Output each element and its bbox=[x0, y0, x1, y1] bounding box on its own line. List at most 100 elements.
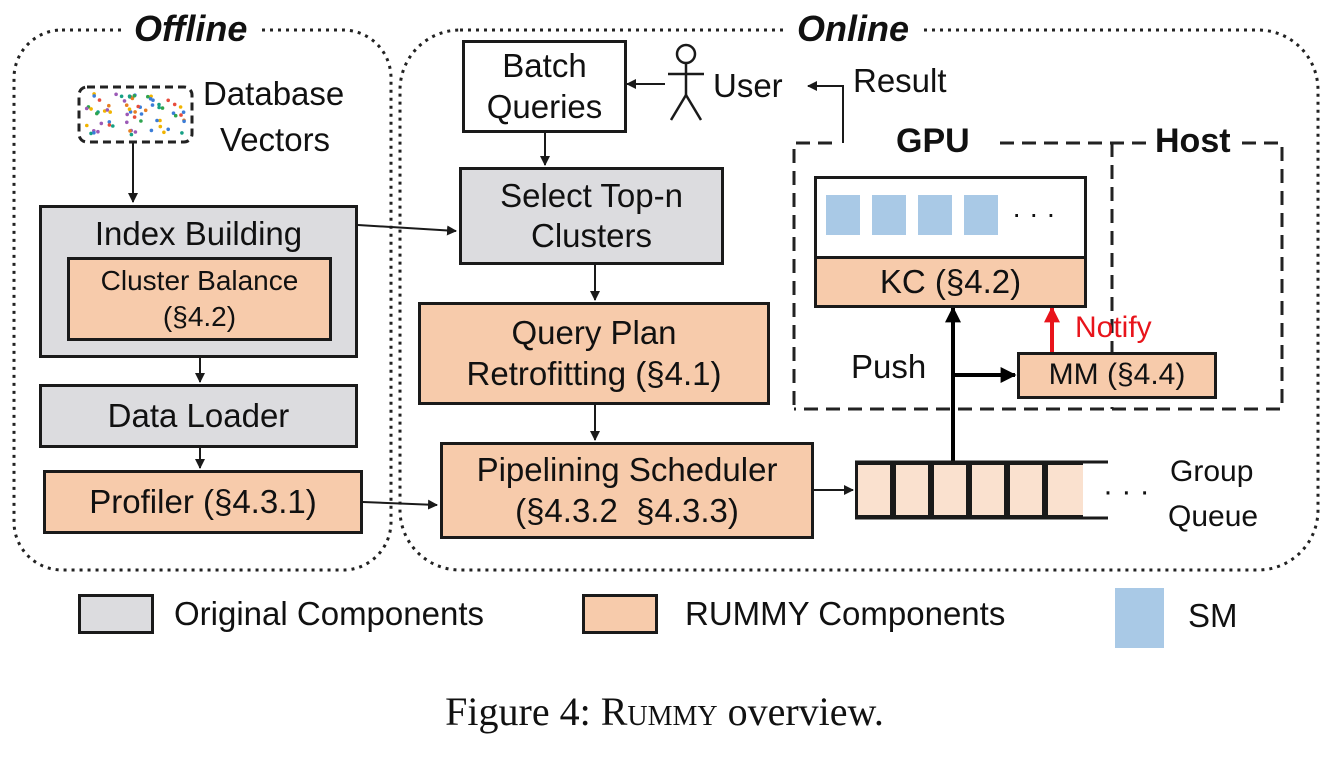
select-top-n-label-line2: Clusters bbox=[530, 217, 653, 254]
batch-queries-label-line1: Batch bbox=[502, 47, 587, 85]
vector-dot bbox=[143, 108, 148, 113]
sm-ellipsis: · · · bbox=[1012, 198, 1056, 229]
group-queue-cell bbox=[931, 462, 969, 518]
pipelining-scheduler-label-line1: Pipelining Scheduler bbox=[476, 451, 778, 489]
vector-dot bbox=[130, 96, 135, 101]
vectors-label-line2: Vectors bbox=[220, 121, 331, 158]
push-label: Push bbox=[851, 348, 927, 385]
data-loader-box: Data Loader bbox=[39, 384, 358, 448]
host-region-title: Host bbox=[1147, 122, 1239, 161]
result-label: Result bbox=[853, 62, 947, 99]
vector-dot bbox=[119, 94, 124, 99]
profiler-box: Profiler (§4.3.1) bbox=[43, 470, 363, 534]
group-queue-cell bbox=[1045, 462, 1083, 518]
vector-dot bbox=[132, 115, 137, 119]
offline-region-outline bbox=[12, 28, 393, 572]
vector-dot bbox=[149, 128, 154, 133]
vector-dot bbox=[92, 94, 96, 98]
vector-dot bbox=[108, 110, 112, 114]
group-queue-label-line1: Group bbox=[1170, 455, 1254, 488]
sm-block bbox=[826, 195, 860, 235]
vector-dot bbox=[92, 131, 96, 135]
vector-dot bbox=[150, 103, 155, 107]
index-building-label: Index Building bbox=[94, 215, 303, 252]
vector-dot bbox=[89, 131, 93, 136]
batch-queries-box: Batch Queries bbox=[462, 40, 627, 133]
legend-original-swatch bbox=[78, 594, 154, 634]
vector-dot bbox=[151, 98, 155, 102]
vector-dot bbox=[127, 107, 132, 111]
vector-dot bbox=[157, 105, 161, 110]
arrow-profiler-to-scheduler bbox=[362, 499, 438, 510]
gpu-region-outline bbox=[792, 141, 1284, 411]
database-label-line1: Database bbox=[203, 75, 345, 112]
vector-dot bbox=[85, 123, 89, 128]
profiler-label: Profiler (§4.3.1) bbox=[89, 482, 317, 520]
vector-dot bbox=[179, 113, 183, 117]
database-vectors-icon bbox=[77, 85, 194, 144]
legend-original-label: Original Components bbox=[174, 595, 484, 632]
arrow-result-to-user bbox=[807, 81, 844, 143]
query-plan-box: Query Plan Retrofitting (§4.1) bbox=[418, 302, 770, 405]
stick-figure-icon bbox=[668, 43, 704, 121]
mm-label: MM (§4.4) bbox=[1048, 358, 1186, 392]
user-label: User bbox=[713, 67, 783, 104]
vector-dot bbox=[125, 112, 129, 117]
gpu-region-title: GPU bbox=[888, 122, 978, 161]
group-queue-cell bbox=[969, 462, 1007, 518]
vector-dot bbox=[181, 110, 186, 114]
figure-caption: Figure 4: Rummy overview. bbox=[0, 688, 1329, 735]
vector-dot bbox=[107, 123, 112, 127]
vector-dot bbox=[172, 102, 177, 107]
vector-dot bbox=[178, 105, 183, 109]
vector-dot bbox=[139, 119, 143, 123]
vector-dot bbox=[114, 92, 118, 97]
cluster-balance-label-line1: Cluster Balance bbox=[100, 264, 299, 296]
group-queue-cell bbox=[893, 462, 931, 518]
arrow-index-to-select bbox=[357, 224, 457, 236]
legend-rummy-label: RUMMY Components bbox=[685, 595, 1006, 632]
kc-box: KC (§4.2) bbox=[814, 256, 1087, 308]
group-queue-cell bbox=[1007, 462, 1045, 518]
pipelining-scheduler-box: Pipelining Scheduler (§4.3.2 §4.3.3) bbox=[440, 442, 814, 539]
group-queue-cell bbox=[855, 462, 893, 518]
vector-dot bbox=[180, 131, 184, 135]
pipelining-scheduler-label-line2: (§4.3.2 §4.3.3) bbox=[515, 491, 739, 529]
legend-rummy-swatch bbox=[582, 594, 658, 634]
sm-block bbox=[964, 195, 998, 235]
caption-system-name: Rummy bbox=[600, 689, 718, 734]
legend-sm-label: SM bbox=[1188, 597, 1238, 634]
vector-dot bbox=[136, 104, 140, 109]
vector-dot bbox=[139, 112, 144, 116]
vector-dot bbox=[162, 130, 166, 135]
query-plan-label-line2: Retrofitting (§4.1) bbox=[466, 354, 722, 392]
vector-dot bbox=[158, 118, 162, 123]
vector-dot bbox=[128, 129, 132, 133]
vector-dot bbox=[124, 103, 129, 107]
vector-dot bbox=[182, 119, 186, 124]
select-top-n-box: Select Top-n Clusters bbox=[459, 167, 724, 265]
vector-dot bbox=[122, 99, 127, 103]
sm-block bbox=[918, 195, 952, 235]
kc-label: KC (§4.2) bbox=[879, 262, 1022, 300]
data-loader-label: Data Loader bbox=[107, 396, 290, 434]
vector-dot bbox=[127, 94, 132, 98]
vector-dot bbox=[97, 98, 102, 102]
caption-prefix: Figure 4: bbox=[445, 689, 601, 734]
online-region-title: Online bbox=[787, 8, 920, 50]
vector-dot bbox=[171, 111, 176, 115]
vector-dot bbox=[105, 108, 110, 112]
vector-dot bbox=[107, 103, 111, 108]
vector-dot bbox=[166, 127, 170, 132]
vector-dot bbox=[129, 132, 134, 137]
vector-dot bbox=[133, 110, 137, 114]
vector-dot bbox=[89, 107, 93, 111]
offline-region-title: Offline bbox=[124, 8, 258, 50]
vector-dot bbox=[132, 94, 137, 98]
cluster-balance-box: Cluster Balance (§4.2) bbox=[67, 257, 332, 341]
vector-dot bbox=[146, 94, 150, 99]
group-queue-label-line2: Queue bbox=[1168, 500, 1259, 533]
vector-dot bbox=[173, 113, 178, 118]
vector-dot bbox=[155, 118, 159, 123]
mm-box: MM (§4.4) bbox=[1017, 352, 1217, 399]
